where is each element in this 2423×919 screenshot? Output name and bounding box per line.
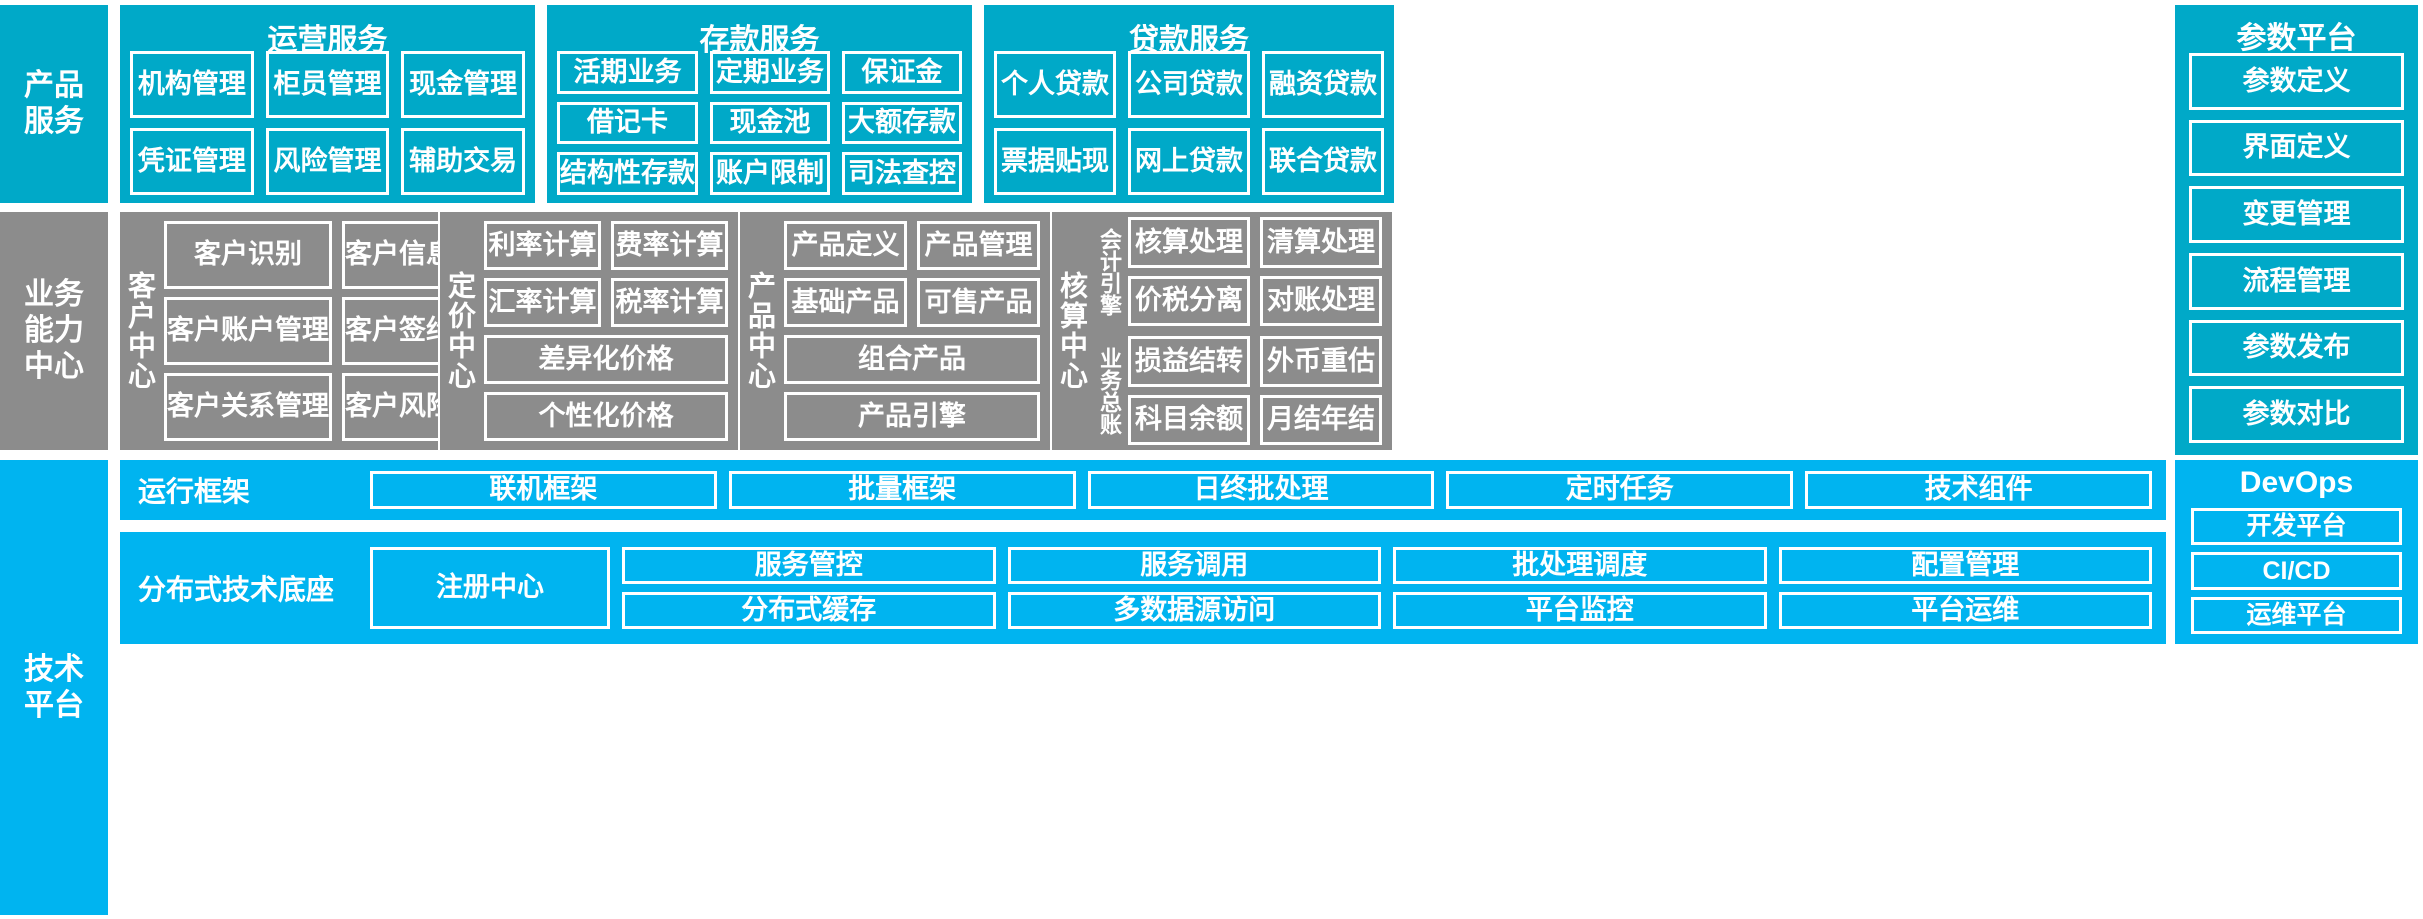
devops-box[interactable]: 开发平台 bbox=[2191, 508, 2402, 546]
tech-box[interactable]: 服务调用 bbox=[1007, 546, 1381, 584]
service-box[interactable]: 联合贷款 bbox=[1262, 128, 1384, 195]
service-box[interactable]: 借记卡 bbox=[557, 101, 698, 145]
param-box[interactable]: 参数发布 bbox=[2189, 319, 2404, 377]
capability-box[interactable]: 对账处理 bbox=[1260, 275, 1382, 326]
center-label-accounting: 核算中心 bbox=[1057, 271, 1088, 391]
service-box[interactable]: 活期业务 bbox=[557, 51, 698, 94]
business-capability-row: 业务 能力 中心 客户中心 客户识别 客户信息管理 客户账户管理 客户签约管理 … bbox=[0, 212, 2423, 452]
capability-box[interactable]: 产品定义 bbox=[784, 221, 907, 270]
capability-box[interactable]: 组合产品 bbox=[784, 335, 1040, 384]
accounting-group-engine: 会计引擎 核算处理 清算处理 价税分离 对账处理 bbox=[1092, 212, 1392, 331]
business-capability-side-label: 业务 能力 中心 bbox=[0, 212, 108, 450]
service-box[interactable]: 保证金 bbox=[842, 51, 962, 94]
capability-box[interactable]: 客户识别 bbox=[164, 221, 332, 289]
devops-box[interactable]: 运维平台 bbox=[2191, 596, 2402, 634]
technical-platform-side-label: 技术 平台 bbox=[0, 460, 108, 915]
capability-box[interactable]: 清算处理 bbox=[1260, 217, 1382, 268]
tech-box[interactable]: 批量框架 bbox=[728, 471, 1076, 509]
tech-box[interactable]: 平台运维 bbox=[1778, 592, 2152, 630]
center-label-customer: 客户中心 bbox=[125, 271, 156, 391]
panel-deposit-service: 存款服务 活期业务 定期业务 保证金 借记卡 现金池 大额存款 结构性存款 账户… bbox=[547, 5, 972, 203]
tech-box[interactable]: 多数据源访问 bbox=[1007, 592, 1381, 630]
capability-box[interactable]: 基础产品 bbox=[784, 278, 907, 327]
tech-box[interactable]: 联机框架 bbox=[370, 471, 717, 509]
capability-box[interactable]: 客户关系管理 bbox=[164, 373, 332, 441]
tech-box[interactable]: 配置管理 bbox=[1778, 546, 2152, 584]
tech-box-registry[interactable]: 注册中心 bbox=[370, 546, 610, 630]
panel-title-param-platform: 参数平台 bbox=[2236, 22, 2357, 55]
center-pricing: 定价中心 利率计算 费率计算 汇率计算 税率计算 差异化价格 个性化价格 bbox=[440, 212, 738, 450]
tech-box[interactable]: 日终批处理 bbox=[1087, 471, 1435, 509]
service-box[interactable]: 融资贷款 bbox=[1262, 51, 1384, 118]
panel-param-platform: 参数平台 参数定义 界面定义 变更管理 流程管理 参数发布 参数对比 bbox=[2175, 5, 2418, 455]
service-box[interactable]: 风险管理 bbox=[265, 128, 390, 195]
technical-platform-row: 技术 平台 运行框架 联机框架 批量框架 日终批处理 定时任务 技术组件 分布式… bbox=[0, 460, 2423, 919]
tech-box[interactable]: 批处理调度 bbox=[1393, 546, 1767, 584]
center-customer: 客户中心 客户识别 客户信息管理 客户账户管理 客户签约管理 客户关系管理 客户… bbox=[120, 212, 510, 450]
capability-box[interactable]: 汇率计算 bbox=[484, 278, 601, 327]
service-box[interactable]: 司法查控 bbox=[842, 152, 962, 195]
capability-box[interactable]: 客户账户管理 bbox=[164, 297, 332, 365]
service-box[interactable]: 辅助交易 bbox=[401, 128, 525, 195]
service-box[interactable]: 现金管理 bbox=[401, 51, 525, 118]
center-label-pricing: 定价中心 bbox=[445, 271, 476, 391]
panel-devops: DevOps 开发平台 CI/CD 运维平台 bbox=[2175, 460, 2418, 644]
service-box[interactable]: 定期业务 bbox=[710, 51, 830, 94]
param-box[interactable]: 流程管理 bbox=[2189, 253, 2404, 310]
accounting-group-label: 业务总账 bbox=[1097, 346, 1122, 435]
accounting-group-label: 会计引擎 bbox=[1097, 227, 1122, 316]
capability-box[interactable]: 产品引擎 bbox=[784, 392, 1040, 441]
tech-box[interactable]: 定时任务 bbox=[1446, 471, 1794, 509]
capability-box[interactable]: 科目余额 bbox=[1128, 394, 1250, 445]
capability-box[interactable]: 核算处理 bbox=[1128, 217, 1250, 268]
service-box[interactable]: 网上贷款 bbox=[1128, 128, 1250, 195]
band-runtime-framework: 运行框架 联机框架 批量框架 日终批处理 定时任务 技术组件 bbox=[120, 460, 2166, 520]
service-box[interactable]: 个人贷款 bbox=[994, 51, 1116, 118]
capability-box[interactable]: 月结年结 bbox=[1260, 394, 1382, 445]
panel-title-devops: DevOps bbox=[2239, 466, 2354, 499]
param-box[interactable]: 参数定义 bbox=[2189, 53, 2404, 110]
capability-box[interactable]: 价税分离 bbox=[1128, 275, 1250, 326]
center-accounting: 核算中心 会计引擎 核算处理 清算处理 价税分离 对账处理 业务总账 损益结转 … bbox=[1052, 212, 1392, 450]
service-box[interactable]: 公司贷款 bbox=[1128, 51, 1250, 118]
service-box[interactable]: 票据贴现 bbox=[994, 128, 1116, 195]
service-box[interactable]: 结构性存款 bbox=[557, 152, 698, 195]
capability-box[interactable]: 个性化价格 bbox=[484, 392, 728, 441]
devops-box[interactable]: CI/CD bbox=[2191, 552, 2402, 590]
capability-box[interactable]: 外币重估 bbox=[1260, 336, 1382, 387]
param-box[interactable]: 参数对比 bbox=[2189, 386, 2404, 443]
service-box[interactable]: 凭证管理 bbox=[130, 128, 254, 195]
band-label-distributed-base: 分布式技术底座 bbox=[138, 574, 335, 605]
param-box[interactable]: 界面定义 bbox=[2189, 119, 2404, 177]
tech-box[interactable]: 平台监控 bbox=[1393, 592, 1767, 630]
capability-box[interactable]: 可售产品 bbox=[917, 278, 1040, 327]
capability-box[interactable]: 产品管理 bbox=[917, 221, 1040, 270]
param-box[interactable]: 变更管理 bbox=[2189, 186, 2404, 243]
capability-box[interactable]: 费率计算 bbox=[611, 221, 728, 270]
capability-box[interactable]: 利率计算 bbox=[484, 221, 601, 270]
panel-loan-service: 贷款服务 个人贷款 公司贷款 融资贷款 票据贴现 网上贷款 联合贷款 bbox=[984, 5, 1394, 203]
service-box[interactable]: 账户限制 bbox=[710, 152, 830, 195]
capability-box[interactable]: 损益结转 bbox=[1128, 336, 1250, 387]
service-box[interactable]: 大额存款 bbox=[842, 101, 962, 145]
service-box[interactable]: 现金池 bbox=[710, 101, 830, 145]
tech-box[interactable]: 技术组件 bbox=[1805, 471, 2152, 509]
tech-box[interactable]: 分布式缓存 bbox=[622, 592, 996, 630]
service-box[interactable]: 机构管理 bbox=[130, 51, 254, 118]
band-distributed-base: 分布式技术底座 注册中心 服务管控 服务调用 批处理调度 配置管理 分布式缓存 … bbox=[120, 532, 2166, 644]
center-product: 产品中心 产品定义 产品管理 基础产品 可售产品 组合产品 产品引擎 bbox=[740, 212, 1050, 450]
center-label-product: 产品中心 bbox=[745, 271, 776, 391]
capability-box[interactable]: 差异化价格 bbox=[484, 335, 728, 384]
product-service-row: 产品 服务 运营服务 机构管理 柜员管理 现金管理 凭证管理 风险管理 辅助交易… bbox=[0, 0, 2423, 203]
panel-operation-service: 运营服务 机构管理 柜员管理 现金管理 凭证管理 风险管理 辅助交易 bbox=[120, 5, 535, 203]
tech-box[interactable]: 服务管控 bbox=[622, 546, 996, 584]
capability-box[interactable]: 税率计算 bbox=[611, 278, 728, 327]
band-label-runtime-framework: 运行框架 bbox=[138, 476, 251, 507]
accounting-group-ledger: 业务总账 损益结转 外币重估 科目余额 月结年结 bbox=[1092, 331, 1392, 450]
product-service-side-label: 产品 服务 bbox=[0, 5, 108, 203]
service-box[interactable]: 柜员管理 bbox=[265, 51, 390, 118]
